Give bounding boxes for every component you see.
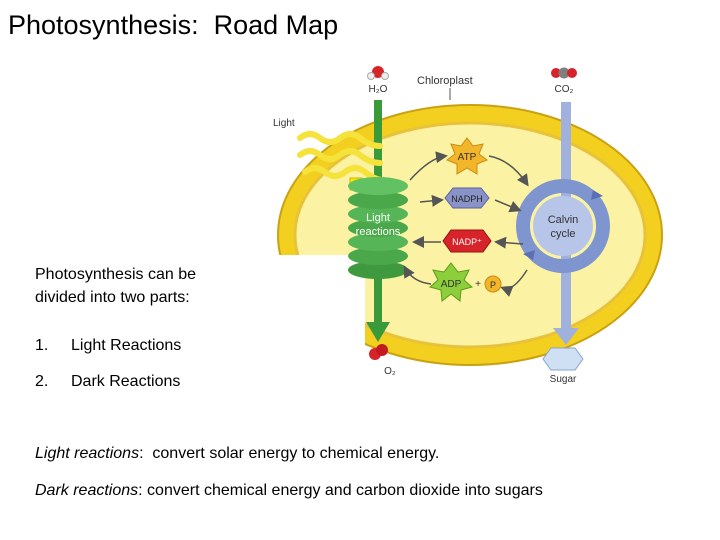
list-item-number: 1.: [35, 337, 49, 354]
list-item-text: Dark Reactions: [71, 373, 181, 390]
definition-dark: Dark reactions: convert chemical energy …: [35, 482, 543, 519]
calvin-label-1: Calvin: [548, 214, 579, 226]
atp-label: ATP: [458, 152, 477, 163]
nadp-label: NADP⁺: [452, 237, 482, 247]
p-label: P: [490, 280, 496, 290]
list-item-text: Light Reactions: [71, 337, 182, 354]
oxygen-arrow: [366, 322, 390, 342]
light-label: Light: [273, 118, 295, 129]
atp-star: [445, 137, 489, 175]
definition-text: : convert chemical energy and carbon dio…: [138, 482, 543, 499]
page-title: Photosynthesis: Road Map: [8, 10, 339, 40]
nadp-hexagon: [442, 229, 492, 253]
water-molecule-icon: [367, 66, 389, 80]
parts-list: 1. Light Reactions 2. Dark Reactions: [35, 337, 181, 409]
definition-term: Light reactions: [35, 445, 140, 462]
list-item: 1. Light Reactions: [35, 337, 181, 373]
definition-text: : convert solar energy to chemical energ…: [139, 445, 440, 462]
photosynthesis-diagram: Light Light reactions Calvin cycle ATP N…: [245, 66, 663, 390]
water-label: H₂O: [369, 84, 388, 95]
intro-line-1: Photosynthesis can be: [35, 266, 196, 283]
sugar-arrow: [553, 328, 579, 345]
calvin-label-2: cycle: [550, 228, 575, 240]
nadph-label: NADPH: [451, 194, 483, 204]
definition-term: Dark reactions: [35, 482, 139, 499]
plus-label: +: [475, 279, 481, 290]
phosphate-circle: [484, 275, 502, 293]
adp-label: ADP: [441, 279, 462, 290]
thylakoid-stack: [348, 177, 408, 279]
co2-label: CO₂: [555, 84, 574, 95]
calvin-cycle-ring: [516, 179, 610, 273]
light-reactions-label-1: Light: [366, 212, 390, 224]
light-rays: [297, 131, 386, 183]
adp-star: [428, 262, 474, 302]
list-item-number: 2.: [35, 373, 49, 390]
definition-light: Light reactions: convert solar energy to…: [35, 445, 543, 482]
nadph-hexagon: [444, 187, 490, 209]
chloroplast-label: Chloroplast: [417, 75, 473, 87]
intro-text: Photosynthesis can be divided into two p…: [35, 263, 235, 309]
list-item: 2. Dark Reactions: [35, 373, 181, 409]
sugar-hexagon-icon: [542, 347, 584, 371]
co2-molecule-icon: [551, 67, 577, 79]
intro-line-2: divided into two parts:: [35, 289, 190, 306]
oxygen-molecule-icon: [369, 344, 388, 360]
oxygen-label: O₂: [384, 366, 396, 377]
sugar-label: Sugar: [550, 374, 577, 385]
light-reactions-label-2: reactions: [356, 226, 401, 238]
definitions: Light reactions: convert solar energy to…: [35, 445, 543, 519]
